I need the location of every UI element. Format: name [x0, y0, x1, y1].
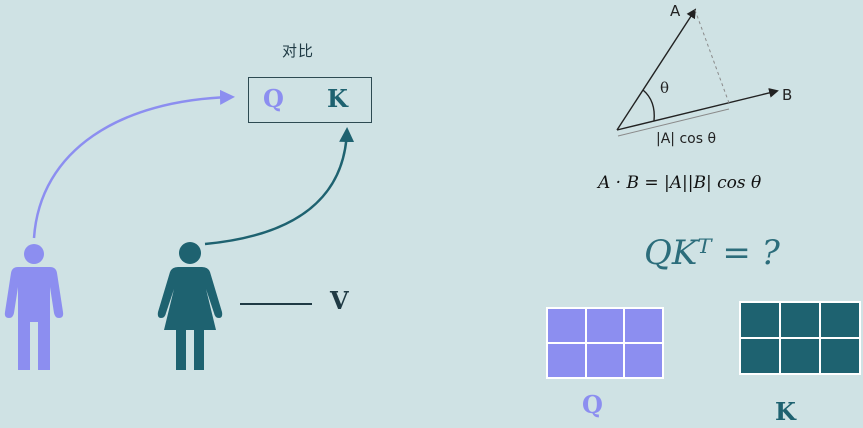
- vector-b-label: B: [782, 86, 793, 104]
- person-female-icon: [157, 242, 223, 370]
- theta-label: θ: [660, 79, 670, 97]
- key-matrix: [739, 301, 861, 375]
- projection-measure: [617, 108, 730, 137]
- matrix-cell: [586, 309, 624, 342]
- matrix-cell: [625, 309, 662, 342]
- projection-dashed: [694, 9, 730, 104]
- matrix-cell: [741, 339, 779, 373]
- vector-b: [616, 88, 779, 131]
- query-matrix: [546, 307, 664, 379]
- matrix-cell: [781, 303, 819, 337]
- query-matrix-label: Q: [582, 390, 603, 419]
- matrix-cell: [548, 344, 585, 377]
- matrix-cell: [548, 309, 585, 342]
- query-arrow: [32, 89, 235, 239]
- matrix-cell: [821, 339, 859, 373]
- person-icon: [4, 244, 64, 370]
- theta-arc: [642, 89, 655, 122]
- matrix-cell: [821, 303, 859, 337]
- vector-a-label: A: [670, 2, 681, 20]
- matrix-cell: [741, 303, 779, 337]
- dot-product-formula: A · B = |A||B| cos θ: [598, 173, 762, 193]
- vector-a: [616, 8, 697, 131]
- key-arrow: [204, 127, 355, 246]
- matrix-cell: [781, 339, 819, 373]
- matrix-cell: [625, 344, 662, 377]
- qk-compare-box: [248, 77, 372, 123]
- key-matrix-label: K: [775, 397, 796, 426]
- compare-title: 对比: [282, 42, 315, 60]
- query-label: Q: [263, 84, 284, 113]
- qkt-question: QKᵀ = ?: [644, 233, 780, 273]
- value-label: V: [330, 286, 349, 315]
- projection-label: |A| cos θ: [656, 131, 717, 147]
- matrix-cell: [586, 344, 624, 377]
- key-label: K: [327, 84, 348, 113]
